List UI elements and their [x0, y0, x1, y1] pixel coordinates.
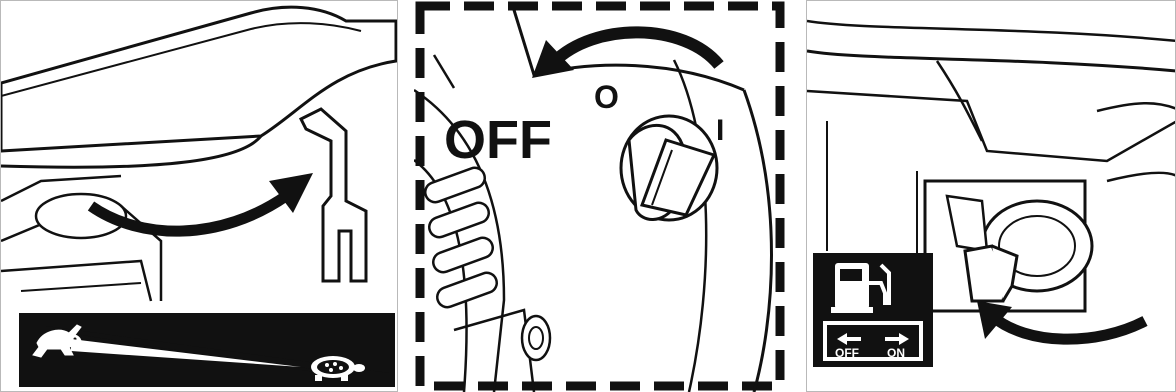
dashed-frame — [420, 6, 780, 386]
fuel-valve-panel: OFF ON — [806, 0, 1176, 392]
engine-switch-illustration: OFF O I — [414, 0, 786, 392]
choke-lever-illustration — [1, 1, 398, 392]
fuel-sign: OFF ON — [813, 253, 933, 367]
off-label: OFF — [444, 110, 552, 170]
fuel-off-label: OFF — [835, 346, 859, 360]
fuel-valve-illustration: OFF ON — [807, 1, 1176, 392]
curved-arrow-left-icon — [554, 32, 719, 65]
fuel-valve-lever[interactable] — [965, 246, 1017, 301]
switch-i-label: I — [716, 114, 724, 147]
engine-switch-panel: OFF O I — [414, 0, 786, 392]
curved-arrow-left-icon — [992, 316, 1145, 339]
choke-lever-panel — [0, 0, 398, 392]
choke-lever — [301, 109, 366, 281]
switch-o-label: O — [594, 79, 619, 115]
fuel-on-label: ON — [887, 346, 905, 360]
switch-knob[interactable] — [621, 116, 717, 220]
nut — [522, 316, 550, 360]
